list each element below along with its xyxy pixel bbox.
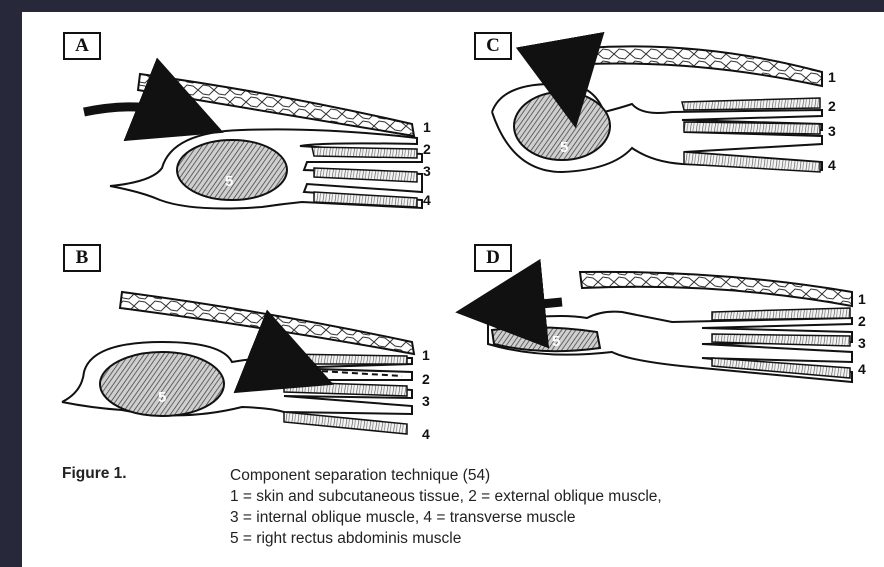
figure-page: A C B D	[22, 12, 884, 567]
arrow-icon-a	[84, 107, 182, 116]
layer-number-1-a: 1	[423, 119, 431, 135]
rectus-muscle-a	[177, 140, 287, 200]
external-oblique-c	[682, 98, 820, 110]
panel-a-drawing: 1 2 3 4 5	[84, 74, 431, 208]
skin-layer-c	[585, 46, 822, 86]
panel-c-drawing: 1 2 3 4 5	[492, 46, 836, 173]
external-oblique-d	[712, 308, 850, 320]
skin-layer-d	[580, 272, 852, 306]
panel-d-drawing: 1 2 3 4 5	[488, 272, 866, 382]
layer-number-3-c: 3	[828, 123, 836, 139]
transverse-muscle-b	[284, 412, 407, 434]
rectus-muscle-d	[492, 327, 600, 351]
rectus-number-c: 5	[560, 139, 568, 156]
arrow-icon-c	[562, 50, 568, 84]
caption-lines: Component separation technique (54) 1 = …	[230, 465, 662, 549]
layer-number-4-c: 4	[828, 157, 836, 173]
layer-number-1-c: 1	[828, 69, 836, 85]
skin-layer-a	[138, 74, 414, 136]
layer-number-3-b: 3	[422, 393, 430, 409]
caption-legend-line-2: 3 = internal oblique muscle, 4 = transve…	[230, 507, 662, 528]
rectus-number-b: 5	[158, 389, 166, 406]
layer-number-3-a: 3	[423, 163, 431, 179]
external-oblique-a	[312, 147, 417, 158]
internal-oblique-c	[684, 122, 820, 134]
transverse-muscle-c	[684, 152, 820, 172]
caption-legend-line-1: 1 = skin and subcutaneous tissue, 2 = ex…	[230, 486, 662, 507]
layer-number-3-d: 3	[858, 335, 866, 351]
figure-label: Figure 1.	[62, 465, 127, 483]
layer-number-1-b: 1	[422, 347, 430, 363]
rectus-number-a: 5	[225, 173, 233, 190]
layer-number-2-d: 2	[858, 313, 866, 329]
panel-b-drawing: 1 2 3 4 5	[62, 292, 430, 442]
caption-title: Component separation technique (54)	[230, 465, 662, 486]
layer-number-1-d: 1	[858, 291, 866, 307]
layer-number-2-c: 2	[828, 98, 836, 114]
layer-number-4-a: 4	[423, 192, 431, 208]
layer-number-2-a: 2	[423, 141, 431, 157]
rectus-number-d: 5	[552, 333, 560, 350]
rectus-muscle-b	[100, 352, 224, 416]
transverse-muscle-a	[314, 192, 417, 207]
layer-number-4-d: 4	[858, 361, 866, 377]
layer-number-4-b: 4	[422, 426, 430, 442]
arrow-icon-d	[500, 302, 562, 308]
external-oblique-b	[284, 354, 407, 364]
caption-legend-line-3: 5 = right rectus abdominis muscle	[230, 528, 662, 549]
layer-number-2-b: 2	[422, 371, 430, 387]
anatomy-illustrations: 1 2 3 4 5 1 2 3 4 5	[22, 12, 884, 452]
